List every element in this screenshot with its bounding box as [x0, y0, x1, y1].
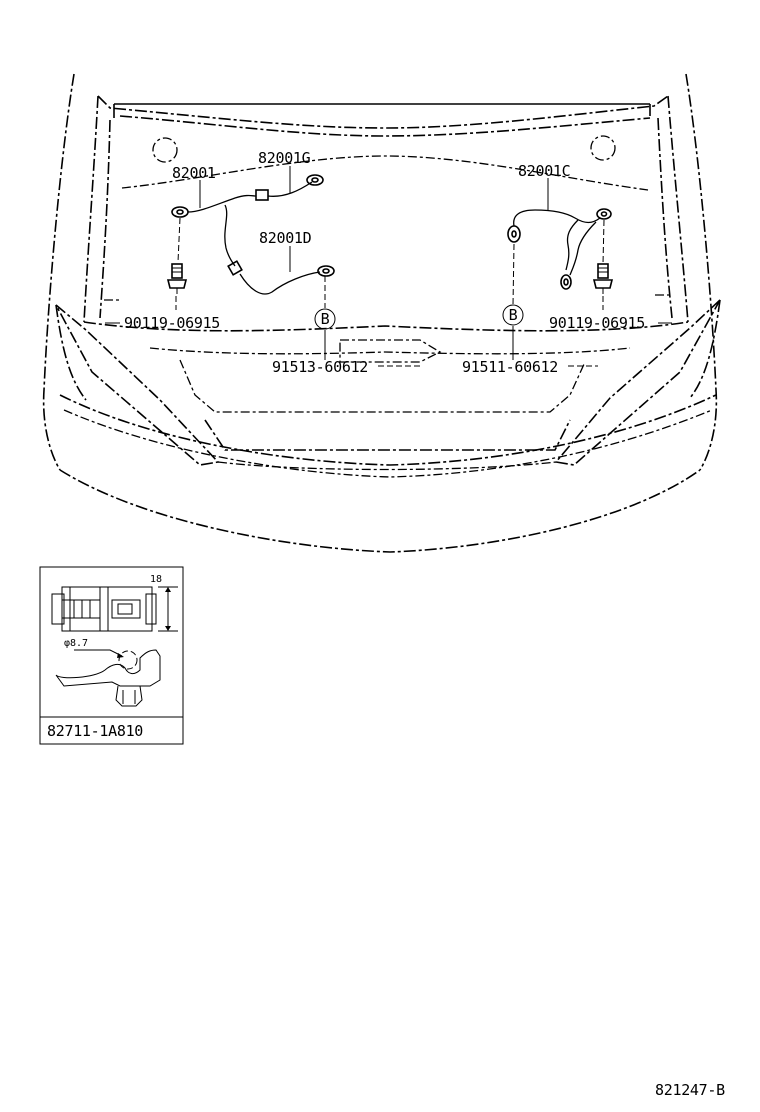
- part-label-clamp-left: 91513-60612: [272, 358, 368, 376]
- car-body-outline: [42, 73, 721, 553]
- figure-id: 821247-B: [655, 1081, 725, 1099]
- part-label-82001D: 82001D: [259, 229, 312, 247]
- svg-text:φ8.7: φ8.7: [64, 638, 88, 649]
- clamp-detail-inset: 18 φ8.7 82711-1A810: [39, 566, 184, 745]
- hood-panel-outline: [83, 95, 689, 413]
- left-bolt-icon: [166, 217, 188, 294]
- left-ground-wire-82001: [171, 174, 335, 295]
- part-label-82001G: 82001G: [258, 149, 311, 167]
- svg-text:B: B: [509, 306, 518, 324]
- part-label-82001: 82001: [172, 164, 216, 182]
- right-ground-wire-82001C: [507, 208, 612, 290]
- part-label-bolt-right: 90119-06915: [549, 314, 645, 332]
- clamp-side-view-icon: φ8.7: [55, 638, 161, 707]
- part-label-82001C: 82001C: [518, 162, 570, 180]
- detail-part-number: 82711-1A810: [47, 722, 143, 740]
- part-label-clamp-right: 91511-60612: [462, 358, 558, 376]
- part-label-bolt-left: 90119-06915: [124, 314, 220, 332]
- leader-lines: [105, 166, 672, 367]
- height-dimension: 18: [150, 574, 178, 632]
- clamp-top-view-icon: [51, 586, 157, 632]
- right-bolt-icon: [592, 219, 614, 294]
- svg-text:B: B: [321, 310, 330, 328]
- marker-b-right: B: [502, 304, 524, 326]
- svg-text:18: 18: [150, 574, 162, 585]
- marker-b-left: B: [314, 308, 336, 330]
